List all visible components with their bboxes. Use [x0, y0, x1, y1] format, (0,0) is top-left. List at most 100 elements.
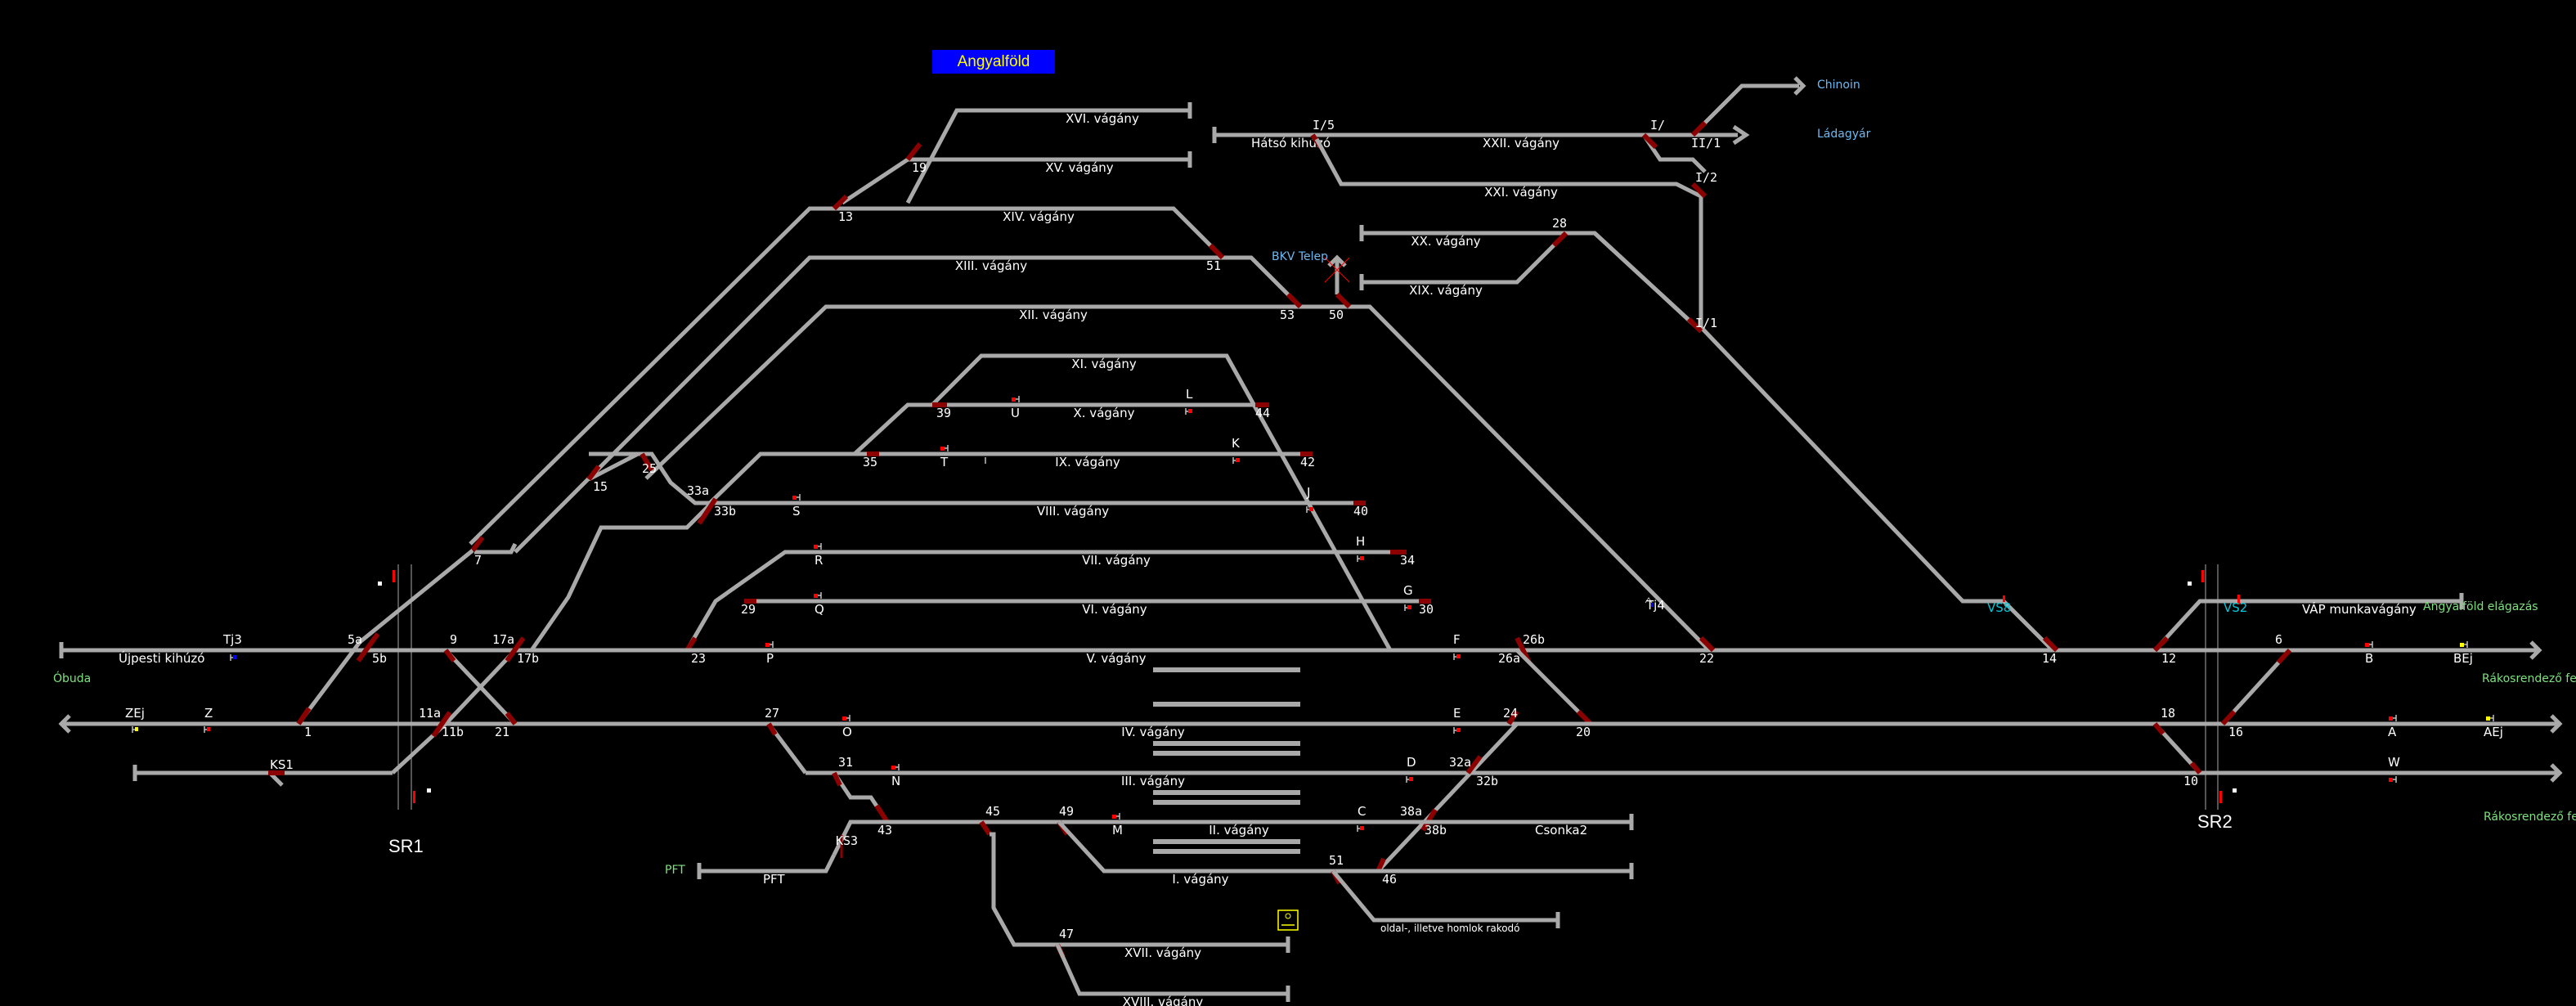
- signal-R[interactable]: [814, 543, 822, 550]
- track-vii[interactable]: [684, 550, 1407, 652]
- track-xviii[interactable]: [1055, 943, 1290, 1002]
- track-xix[interactable]: [1359, 231, 1568, 290]
- signal-S[interactable]: [792, 494, 801, 501]
- track-chinoin[interactable]: [1691, 76, 1806, 137]
- signal-Z[interactable]: [204, 726, 210, 733]
- track-pft[interactable]: [697, 853, 837, 879]
- point-12[interactable]: [2152, 635, 2170, 653]
- signal-L[interactable]: [1185, 408, 1192, 415]
- signal-H[interactable]: [1357, 555, 1364, 562]
- signal-N[interactable]: [891, 764, 900, 770]
- signal-F[interactable]: [1453, 653, 1461, 660]
- track-vap-munkavagany[interactable]: [2153, 593, 2464, 652]
- signal-Tj4[interactable]: [1645, 597, 1654, 607]
- track-iii[interactable]: [806, 763, 2563, 783]
- point-14[interactable]: [2042, 635, 2059, 653]
- track-ii[interactable]: [832, 814, 1634, 856]
- signal-K-head[interactable]: [1232, 457, 1240, 464]
- signal-D[interactable]: [1406, 776, 1413, 783]
- track-xxi[interactable]: [1314, 137, 1703, 327]
- point-15[interactable]: [586, 465, 601, 481]
- signal-E[interactable]: [1453, 727, 1461, 734]
- point-16[interactable]: [2220, 709, 2237, 726]
- point-II1[interactable]: [1690, 120, 1708, 137]
- signal-U[interactable]: [1012, 396, 1020, 402]
- barrier-sr1-bottom[interactable]: [413, 791, 415, 803]
- signal-VS2[interactable]: [2237, 595, 2240, 604]
- dest-rakos-felol[interactable]: Rákosrendező felől: [2482, 672, 2576, 685]
- barrier-sr2-bottom[interactable]: [2219, 791, 2222, 803]
- track-bkv-telep[interactable]: [1327, 254, 1347, 294]
- point-17[interactable]: [505, 636, 526, 662]
- dest-bkv-telep[interactable]: BKV Telep: [1272, 250, 1328, 263]
- signal-P[interactable]: [765, 641, 774, 648]
- signal-A[interactable]: [2389, 715, 2397, 721]
- point-31[interactable]: [832, 771, 842, 787]
- signal-M[interactable]: [1112, 813, 1120, 820]
- signal-ZEj[interactable]: [132, 726, 138, 733]
- signal-G[interactable]: [1404, 604, 1411, 611]
- track-ks1-siding[interactable]: [132, 765, 393, 787]
- dest-rakos-fele[interactable]: Rákosrendező felé: [2484, 811, 2576, 824]
- point-5[interactable]: [356, 632, 380, 662]
- track-v-main[interactable]: [59, 640, 2542, 660]
- track-iv-main[interactable]: [58, 714, 2563, 734]
- track-xii[interactable]: [644, 304, 1711, 652]
- signal-BEj[interactable]: [2460, 641, 2468, 648]
- point-6[interactable]: [2276, 648, 2292, 665]
- control-panel-icon[interactable]: [1277, 909, 1299, 931]
- track-viii[interactable]: [589, 451, 1366, 505]
- dest-pft[interactable]: PFT: [665, 864, 685, 877]
- point-18[interactable]: [2152, 722, 2165, 735]
- point-27[interactable]: [766, 722, 778, 736]
- point-45[interactable]: [979, 820, 992, 836]
- track-rakodo[interactable]: [1331, 869, 1560, 928]
- signal-Q[interactable]: [814, 592, 822, 599]
- track-x[interactable]: [853, 402, 1268, 456]
- point-50[interactable]: [1335, 292, 1352, 309]
- point-25[interactable]: [640, 452, 654, 472]
- track-xiv[interactable]: [469, 206, 1224, 546]
- point-53[interactable]: [1286, 292, 1303, 309]
- barrier-sr2-top[interactable]: [2201, 570, 2204, 582]
- track-xiii[interactable]: [514, 255, 1302, 554]
- track-xv[interactable]: [841, 151, 1192, 205]
- point-21[interactable]: [505, 712, 518, 725]
- point-33[interactable]: [697, 497, 718, 525]
- point-43[interactable]: [874, 804, 890, 824]
- signal-J[interactable]: [1306, 506, 1313, 513]
- point-19[interactable]: [905, 142, 922, 161]
- signal-O[interactable]: [842, 715, 850, 721]
- point-9[interactable]: [443, 649, 456, 662]
- point-I1[interactable]: [1686, 317, 1703, 334]
- dest-ladagyar[interactable]: Ládagyár: [1817, 128, 1871, 141]
- signal-Tj3[interactable]: [230, 654, 236, 661]
- signal-B[interactable]: [2365, 641, 2373, 648]
- track-i[interactable]: [1057, 820, 1634, 879]
- point-32[interactable]: [1465, 755, 1483, 775]
- track-hatso-kihuzo[interactable]: [1212, 124, 1750, 146]
- point-22[interactable]: [1699, 635, 1716, 653]
- point-7[interactable]: [470, 536, 485, 552]
- point-11[interactable]: [431, 711, 452, 738]
- point-24[interactable]: [1506, 710, 1519, 725]
- dest-chinoin[interactable]: Chinoin: [1817, 79, 1860, 92]
- point-I[interactable]: [1641, 132, 1658, 150]
- barrier-sr1-top[interactable]: [393, 570, 395, 582]
- signal-T[interactable]: [940, 445, 949, 451]
- point-28[interactable]: [1551, 231, 1568, 248]
- signal-AEj[interactable]: [2486, 715, 2494, 721]
- track-xvi[interactable]: [905, 102, 1192, 204]
- signal-C[interactable]: [1357, 825, 1364, 832]
- track-xvii[interactable]: [990, 832, 1290, 953]
- point-10[interactable]: [2189, 761, 2202, 775]
- point-13[interactable]: [832, 194, 849, 211]
- point-51[interactable]: [1208, 243, 1225, 260]
- dest-obuda[interactable]: Óbuda: [53, 671, 91, 685]
- signal-W[interactable]: [2389, 776, 2397, 783]
- track-ix[interactable]: [708, 451, 1308, 505]
- dest-angyalfold-elagazas[interactable]: Angyalföld elágazás: [2423, 600, 2538, 613]
- point-1[interactable]: [296, 707, 312, 725]
- signal-VS8[interactable]: [2003, 595, 2005, 602]
- point-I2[interactable]: [1690, 182, 1708, 199]
